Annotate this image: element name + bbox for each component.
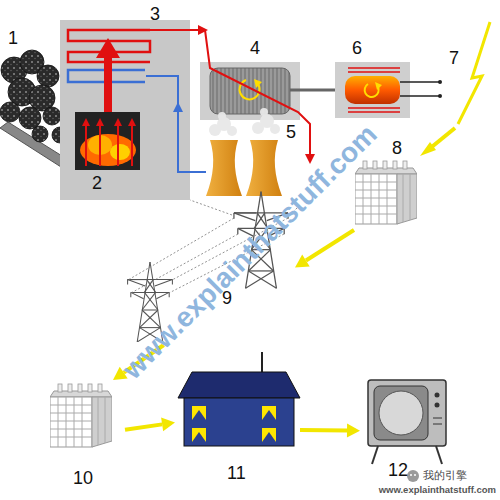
callout-number: 2: [92, 173, 102, 194]
component-node: 10: [45, 380, 125, 491]
callout-number: 7: [449, 48, 459, 69]
callout-number: 4: [250, 38, 260, 59]
power-flow-arrow: [295, 230, 354, 268]
callout-number: 11: [227, 463, 246, 484]
callout-number: 1: [8, 28, 18, 49]
callout-number: 5: [286, 122, 296, 143]
callout-number: 8: [392, 138, 402, 159]
callout-number: 12: [388, 460, 408, 481]
source-url: www.explainthatstuff.com: [379, 485, 496, 496]
wechat-credit: 我的引擎: [423, 469, 467, 482]
component-node: 12: [360, 372, 450, 483]
callout-number: 10: [73, 468, 93, 489]
callout-number: 6: [352, 38, 362, 59]
power-flow-arrow: [300, 424, 360, 438]
power-flow-arrow: [125, 417, 175, 431]
callout-number: 3: [150, 4, 160, 25]
component-node: 11: [175, 365, 300, 490]
